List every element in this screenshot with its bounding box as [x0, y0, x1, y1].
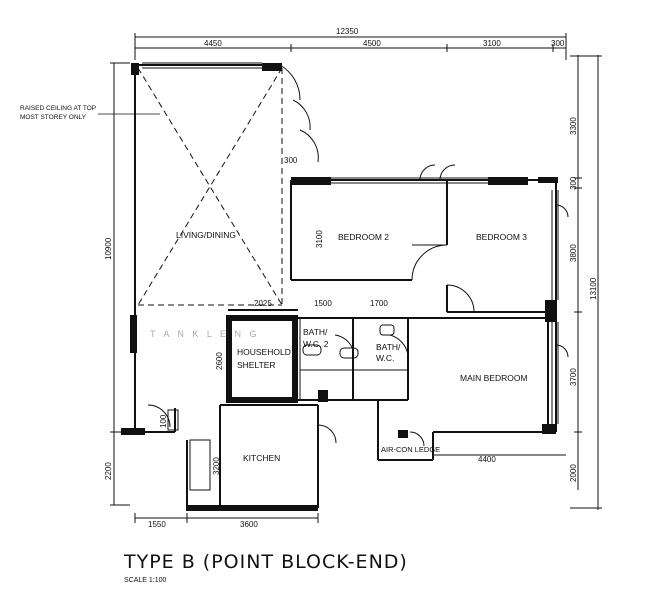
dim-100: 100: [159, 414, 168, 428]
plan-title: TYPE B (POINT BLOCK-END): [124, 551, 408, 573]
dim-kitchen-h: 3200: [212, 457, 221, 475]
dim-overall-width: 12350: [336, 27, 359, 36]
dim-mid-3: 1700: [370, 299, 388, 308]
dim-right-4: 3700: [569, 368, 578, 386]
main-bedroom-label: MAIN BEDROOM: [460, 373, 528, 383]
dim-top-1: 4450: [204, 39, 222, 48]
household-shelter-label-1: HOUSEHOLD: [237, 347, 291, 357]
living-dining-label: LIVING/DINING: [176, 230, 236, 240]
dim-right-overall: 13100: [589, 277, 598, 300]
dim-right-3: 3800: [569, 244, 578, 262]
raised-ceiling-note-1: RAISED CEILING AT TOP: [20, 105, 96, 112]
dim-top-3: 3100: [483, 39, 501, 48]
kitchen-label: KITCHEN: [243, 453, 280, 463]
bath-wc-label-2: W.C.: [376, 353, 394, 363]
bath-wc2-label-2: W.C. 2: [303, 339, 329, 349]
bedroom-2-label: BEDROOM 2: [338, 232, 389, 242]
dim-aircon-w: 4400: [478, 455, 496, 464]
dim-right-1: 3300: [569, 117, 578, 135]
dim-top-4: 300: [551, 39, 565, 48]
plan-scale: SCALE 1:100: [124, 577, 167, 584]
dim-right-2: 300: [569, 176, 578, 190]
dim-mid-2: 1500: [314, 299, 332, 308]
bedroom-3-label: BEDROOM 3: [476, 232, 527, 242]
household-shelter-label-2: SHELTER: [237, 360, 276, 370]
dim-bed2-depth: 3100: [315, 230, 324, 248]
dim-mid-1: 2025: [254, 299, 272, 308]
watermark: T A N K L E N G: [150, 329, 260, 339]
dim-bottom-2: 3600: [240, 520, 258, 529]
dim-left-1: 10900: [104, 237, 113, 260]
dim-right-5: 2000: [569, 464, 578, 482]
dim-top-2: 4500: [363, 39, 381, 48]
raised-ceiling-note-2: MOST STOREY ONLY: [20, 114, 87, 121]
dim-shelter-h: 2600: [215, 352, 224, 370]
aircon-ledge-label: AIR-CON LEDGE: [381, 445, 440, 454]
dim-bottom-1: 1550: [148, 520, 166, 529]
bath-wc-label-1: BATH/: [376, 342, 401, 352]
dim-small-300: 300: [284, 156, 298, 165]
bath-wc2-label-1: BATH/: [303, 327, 328, 337]
dim-left-2: 2200: [104, 462, 113, 480]
